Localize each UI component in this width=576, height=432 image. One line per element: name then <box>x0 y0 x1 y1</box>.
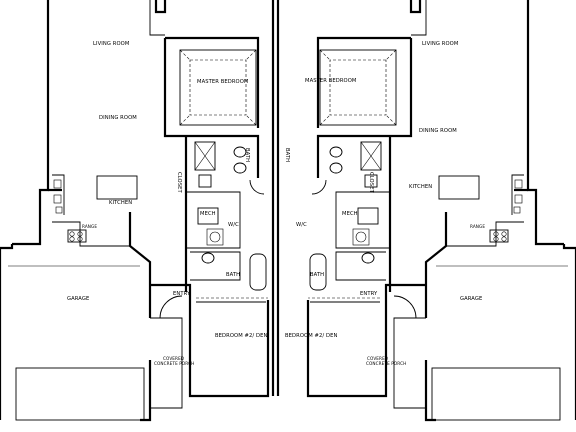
label-dining-room-right: DINING ROOM <box>419 128 457 134</box>
label-range-left: RANGE <box>82 224 98 229</box>
left-entry-door-swing <box>159 295 183 319</box>
label-porch-left-2: CONCRETE PORCH <box>154 361 195 366</box>
label-closet-left: CLOSET <box>176 172 183 193</box>
label-garage-left: GARAGE <box>67 296 90 302</box>
left-toilet <box>198 174 212 188</box>
label-master-bedroom-left: MASTER BEDROOM <box>197 79 249 85</box>
label-living-room-left: LIVING ROOM <box>93 41 130 47</box>
left-range <box>67 229 87 243</box>
label-porch-right-1: COVERED <box>367 356 389 361</box>
left-porch <box>150 317 183 409</box>
left-living-right-wall <box>163 38 186 138</box>
left-kitchen-counter <box>52 221 130 247</box>
left-bath-block <box>186 134 260 178</box>
label-mech-left: MECH <box>200 211 216 217</box>
left-bedroom2 <box>188 300 270 398</box>
left-master-top-wall <box>165 36 260 128</box>
left-entry-wall <box>150 283 192 300</box>
left-exterior-wall <box>12 0 50 246</box>
label-porch-left-1: COVERED <box>163 356 185 361</box>
label-range-right: RANGE <box>470 224 486 229</box>
left-garage-door <box>15 367 145 421</box>
left-master-bedroom <box>179 49 257 126</box>
left-tub <box>249 253 267 291</box>
left-kitchen-island <box>96 175 138 200</box>
label-bath-vertical-right: BATH <box>284 148 291 163</box>
left-kitchen-east-wall <box>128 212 152 285</box>
label-wic-left: W/C <box>228 222 239 228</box>
left-unit <box>0 0 270 422</box>
label-wic-right: W/C <box>296 222 307 228</box>
label-bath-left: BATH <box>226 272 241 278</box>
left-shower <box>194 141 216 171</box>
label-dining-room-left: DINING ROOM <box>99 115 137 121</box>
label-entry-left: ENTRY <box>173 291 191 297</box>
right-unit <box>306 0 576 422</box>
left-top-bump <box>154 0 167 14</box>
left-mech <box>197 207 219 225</box>
label-closet-right: CLOSET <box>368 172 375 193</box>
label-bath-right: BATH <box>310 272 325 278</box>
label-garage-right: GARAGE <box>460 296 483 302</box>
label-living-room-right: LIVING ROOM <box>422 41 459 47</box>
left-garage-east-2 <box>140 360 152 422</box>
label-bedroom2-right: BEDROOM #2/ DEN <box>285 333 338 339</box>
label-entry-right: ENTRY <box>360 291 378 297</box>
left-counter <box>52 174 65 215</box>
label-master-bedroom-right: MASTER BEDROOM <box>305 78 357 84</box>
label-kitchen-right: KITCHEN <box>409 184 433 190</box>
left-exterior-wall-2 <box>0 244 14 250</box>
label-bath-vertical-left: BATH <box>244 148 251 163</box>
label-bedroom2-left: BEDROOM #2/ DEN <box>215 333 268 339</box>
label-kitchen-left: KITCHEN <box>109 200 133 206</box>
label-mech-right: MECH <box>342 211 358 217</box>
label-porch-right-2: CONCRETE PORCH <box>366 361 407 366</box>
